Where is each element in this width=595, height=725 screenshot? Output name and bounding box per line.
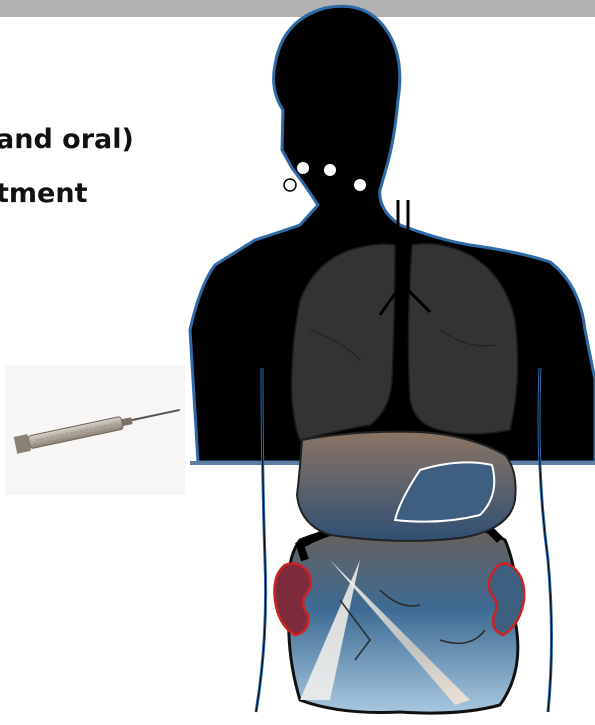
lymph-node-dot: [324, 164, 336, 176]
lymph-node-dot: [354, 179, 366, 191]
liver: [297, 432, 516, 541]
body-silhouette: [190, 6, 595, 462]
abdominal-organs: [289, 516, 518, 713]
lymph-node-dot: [297, 162, 309, 174]
lymph-node-dot: [284, 179, 296, 191]
syringe-icon: [5, 365, 185, 495]
